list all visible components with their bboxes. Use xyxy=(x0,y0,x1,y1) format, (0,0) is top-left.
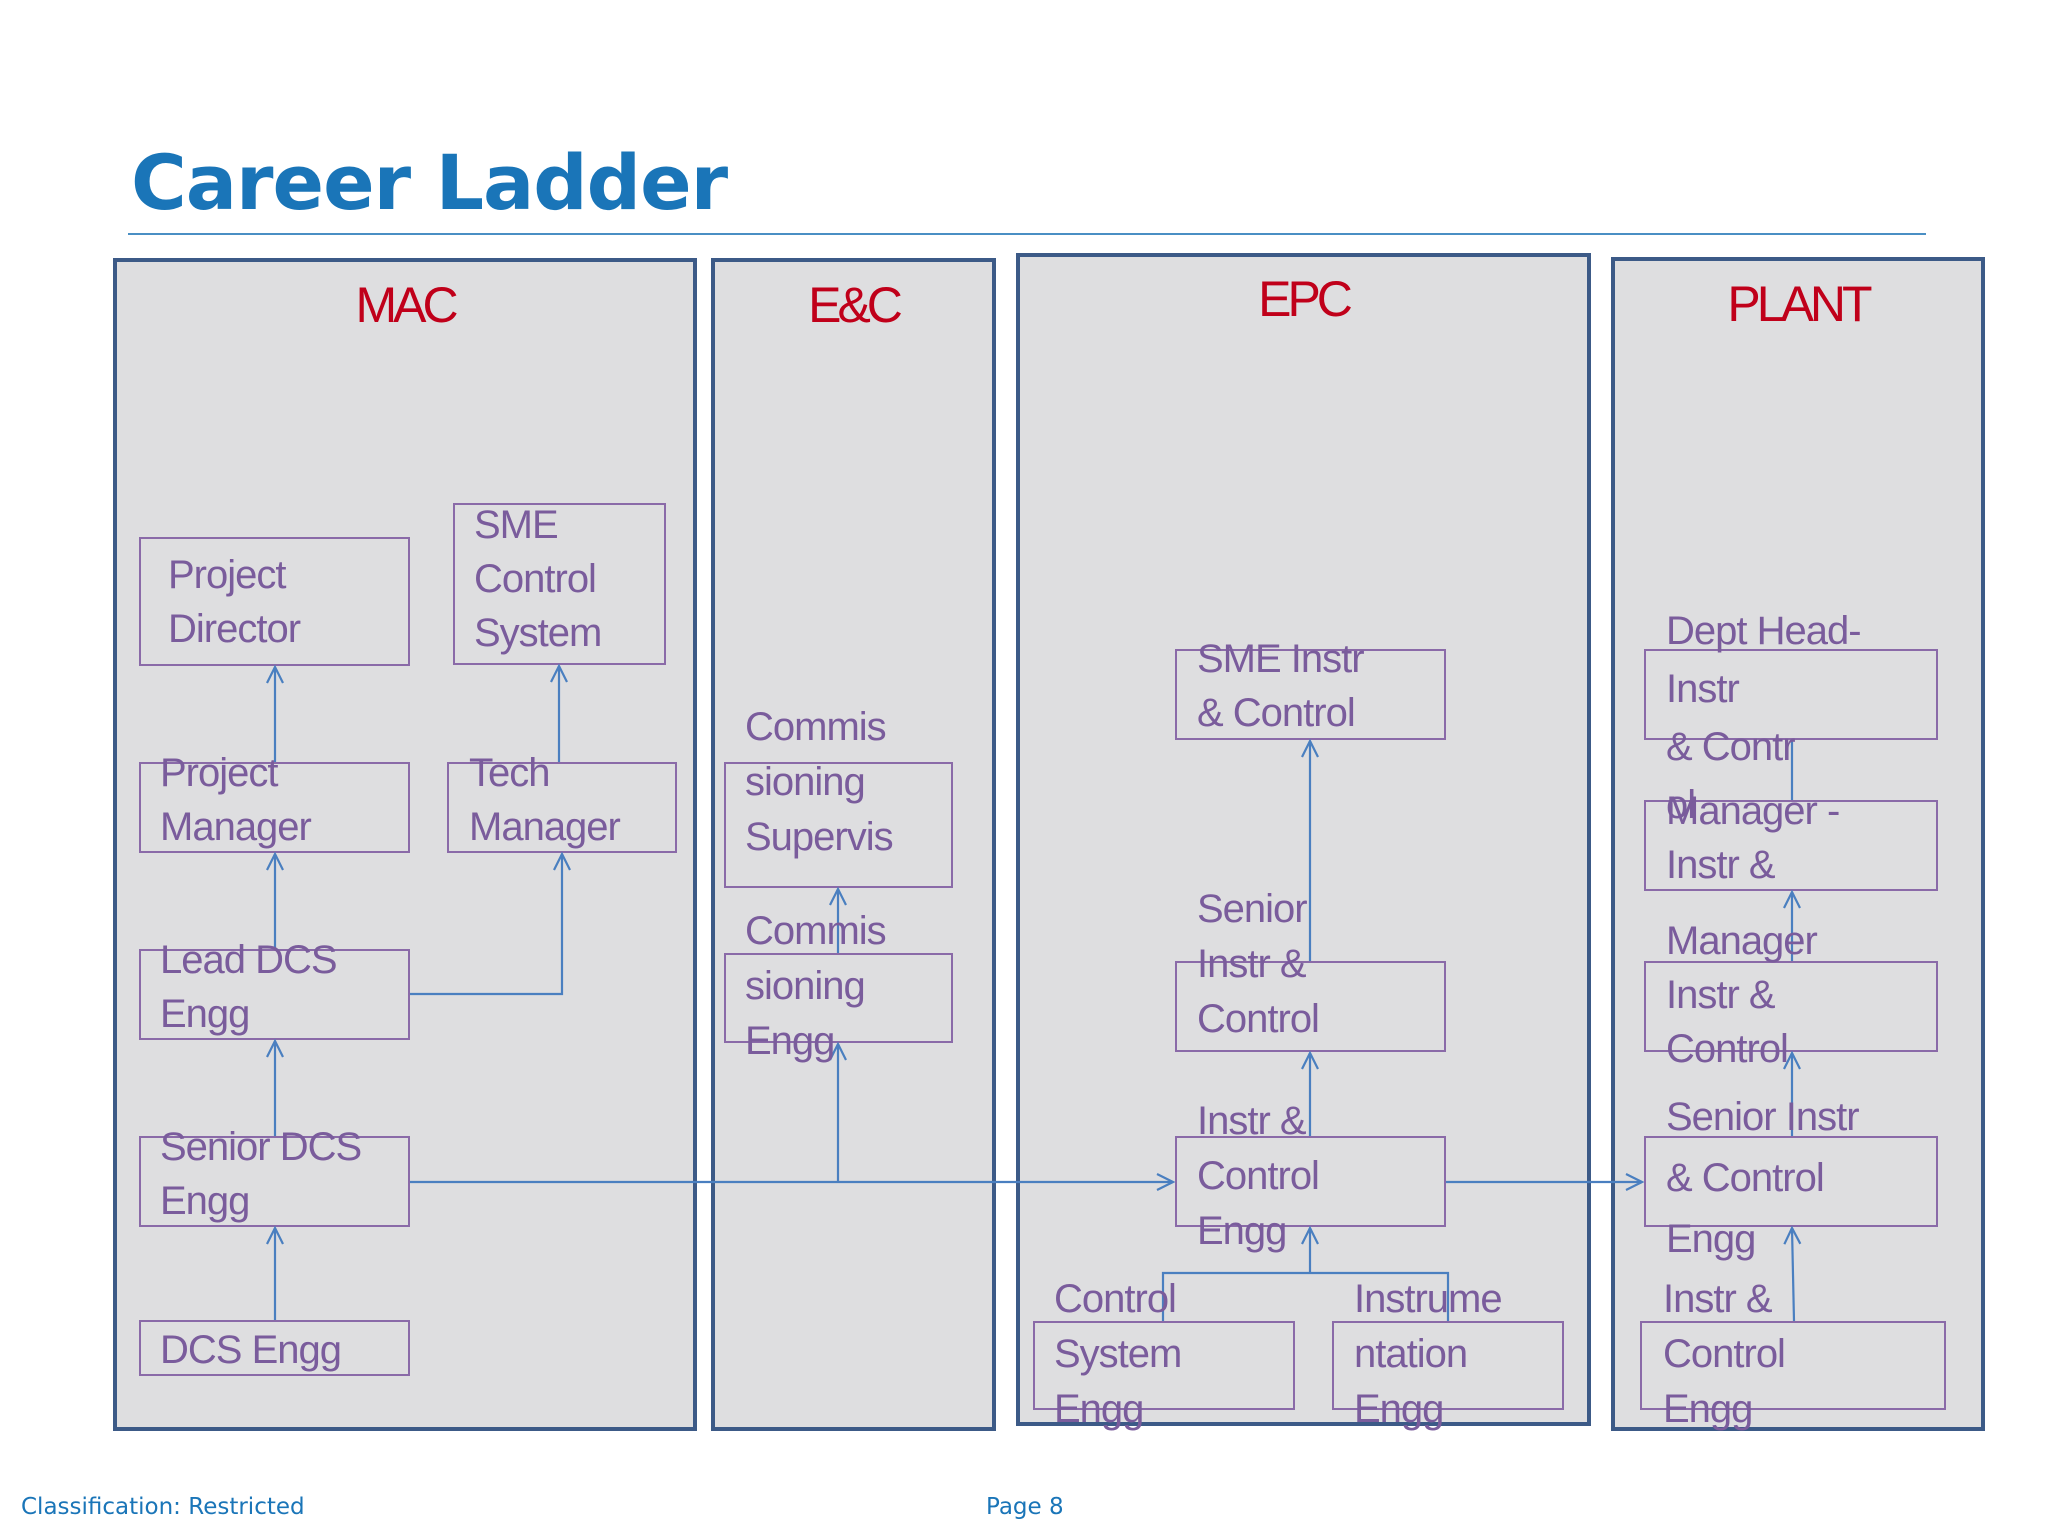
column-heading-epc: EPC xyxy=(1258,271,1353,327)
role-box-dcs-engg xyxy=(139,1320,410,1376)
role-dept-head: Dept Head- Instr & Contr ol xyxy=(1666,609,1862,827)
role-project-manager: Project Manager xyxy=(160,751,312,849)
column-mac: MAC xyxy=(113,258,697,1431)
role-dcs-engg: DCS Engg xyxy=(160,1328,342,1372)
column-heading-plant: PLANT xyxy=(1727,276,1872,332)
role-epc-sme-instr-control: SME Instr & Control xyxy=(1197,637,1365,735)
arrow-plant-instr-to-senior xyxy=(1792,1228,1794,1322)
arrow-control-system-branch xyxy=(1161,1271,1450,1321)
role-box-instrumentation-engg xyxy=(1332,1321,1564,1410)
role-box-control-system-engg xyxy=(1033,1321,1295,1410)
role-project-director: Project Director xyxy=(168,553,301,651)
role-control-system-engg: Control System Engg xyxy=(1054,1277,1182,1431)
footer-page-number: Page 8 xyxy=(986,1494,1064,1520)
role-instrumentation-engg: Instrume ntation Engg xyxy=(1354,1277,1503,1431)
role-senior-instr-control-engg: Senior Instr & Control Engg xyxy=(1666,1095,1860,1261)
role-box-dept-head xyxy=(1644,649,1938,740)
role-senior-dcs-engg: Senior DCS Engg xyxy=(160,1125,362,1223)
title-divider xyxy=(128,233,1926,235)
arrow-lead-dcs-to-tech-manager xyxy=(410,854,562,996)
role-tech-manager: Tech Manager xyxy=(469,751,621,849)
role-plant-instr-control-engg: Instr & Control Engg xyxy=(1663,1277,1786,1431)
role-epc-senior-instr-control: Senior Instr & Control xyxy=(1197,887,1320,1041)
role-lead-dcs-engg: Lead DCS Engg xyxy=(160,938,338,1036)
role-sme-control-system: SME Control System xyxy=(474,503,602,655)
footer-classification: Classification: Restricted xyxy=(21,1494,305,1520)
slide-title: Career Ladder xyxy=(131,138,728,227)
role-commissioning-supervisor: Commis sioning Supervis xyxy=(745,705,894,859)
role-commissioning-engg: Commis sioning Engg xyxy=(745,909,887,1063)
column-heading-ec: E&C xyxy=(808,277,903,333)
role-manager-instr-control: Manager Instr & Control xyxy=(1666,919,1818,1071)
role-epc-instr-control-engg: Instr & Control Engg xyxy=(1197,1099,1320,1253)
role-box-plant-instr-control-engg xyxy=(1640,1321,1946,1410)
column-heading-mac: MAC xyxy=(355,277,458,333)
role-manager: Manager - Instr & xyxy=(1666,789,1840,887)
column-ec: E&C xyxy=(711,258,996,1431)
